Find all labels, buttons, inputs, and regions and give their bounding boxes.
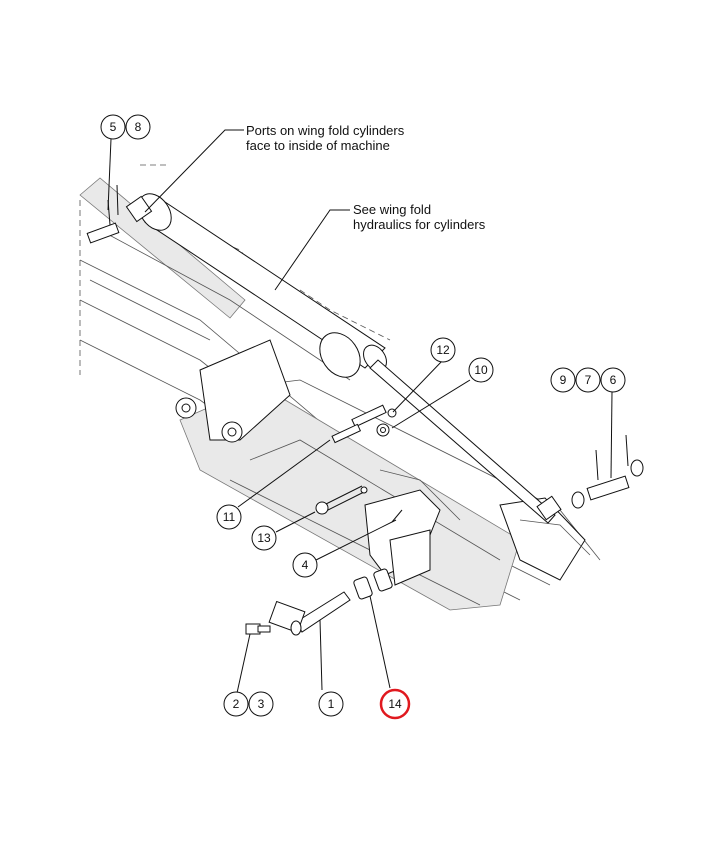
bubble-9: 9 — [550, 367, 576, 393]
bubble-12: 12 — [430, 337, 456, 363]
svg-text:10: 10 — [474, 363, 488, 377]
svg-text:2: 2 — [233, 697, 240, 711]
hardware-parts — [86, 184, 644, 636]
svg-text:8: 8 — [135, 120, 142, 134]
svg-text:11: 11 — [223, 510, 236, 524]
svg-text:1: 1 — [328, 697, 335, 711]
bubble-2: 2 — [223, 691, 249, 717]
svg-text:7: 7 — [585, 373, 592, 387]
bubble-3: 3 — [248, 691, 274, 717]
svg-text:5: 5 — [110, 120, 117, 134]
bubble-1: 1 — [318, 691, 344, 717]
svg-text:12: 12 — [436, 343, 450, 357]
wing-fold-cylinder — [125, 193, 562, 524]
bubble-14-highlighted: 14 — [379, 688, 411, 720]
svg-text:14: 14 — [388, 697, 402, 711]
svg-text:9: 9 — [560, 373, 567, 387]
bubble-8: 8 — [125, 114, 151, 140]
frame-structure — [79, 164, 601, 611]
bubble-10: 10 — [468, 357, 494, 383]
bubble-7: 7 — [575, 367, 601, 393]
leader-lines — [107, 129, 613, 694]
ports-note-line1: Ports on wing fold cylinders — [246, 123, 405, 138]
bubble-4: 4 — [292, 552, 318, 578]
svg-text:4: 4 — [302, 558, 309, 572]
svg-text:6: 6 — [610, 373, 617, 387]
svg-text:3: 3 — [258, 697, 265, 711]
svg-text:13: 13 — [257, 531, 271, 545]
bubble-5: 5 — [100, 114, 126, 140]
ports-note-line2: face to inside of machine — [246, 138, 390, 153]
bubble-11: 11 — [216, 504, 242, 530]
hydraulics-note-line2: hydraulics for cylinders — [353, 217, 486, 232]
bubble-6: 6 — [600, 367, 626, 393]
bubble-13: 13 — [251, 525, 277, 551]
hydraulics-note-line1: See wing fold — [353, 202, 431, 217]
